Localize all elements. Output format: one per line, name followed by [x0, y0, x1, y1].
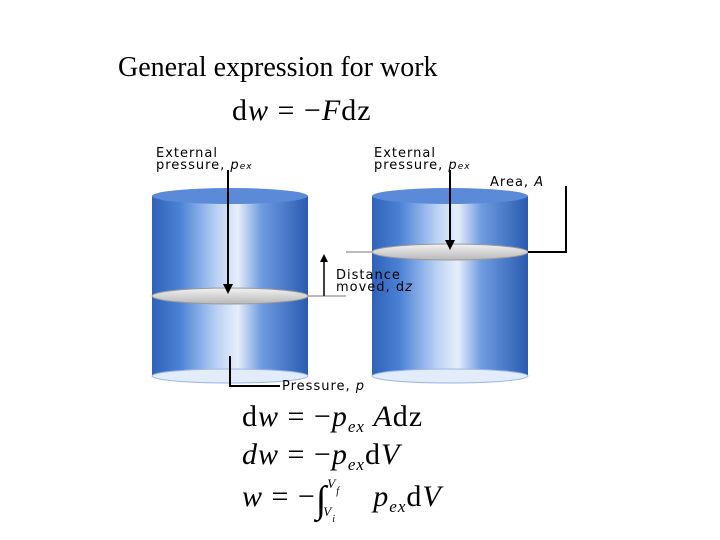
- pressure-label: Pressure, p: [282, 379, 365, 394]
- left-piston: [151, 287, 309, 305]
- distance-indicator: [308, 251, 372, 297]
- slide-title: General expression for work: [118, 52, 438, 83]
- left-external-label-line2: pressure, pex: [156, 158, 253, 173]
- pressure-pointer: [229, 356, 280, 387]
- diagram-labels: External pressure, pex External pressure…: [156, 146, 544, 394]
- area-label: Area, A: [490, 175, 544, 190]
- distance-label-line2: moved, dz: [336, 280, 413, 295]
- distance-label-line1: Distance: [336, 268, 401, 283]
- right-external-label-line2: pressure, pex: [374, 158, 471, 173]
- right-external-label-line1: External: [374, 146, 436, 161]
- left-external-label-line1: External: [156, 146, 218, 161]
- area-pointer: [528, 186, 567, 253]
- left-cylinder: [151, 170, 309, 384]
- right-cylinder: [371, 170, 529, 384]
- equation-top: dw = −Fdz: [232, 94, 372, 127]
- equation-1: dw = −pex Adz: [242, 400, 424, 436]
- equation-2: dw = −pexdV: [242, 438, 401, 474]
